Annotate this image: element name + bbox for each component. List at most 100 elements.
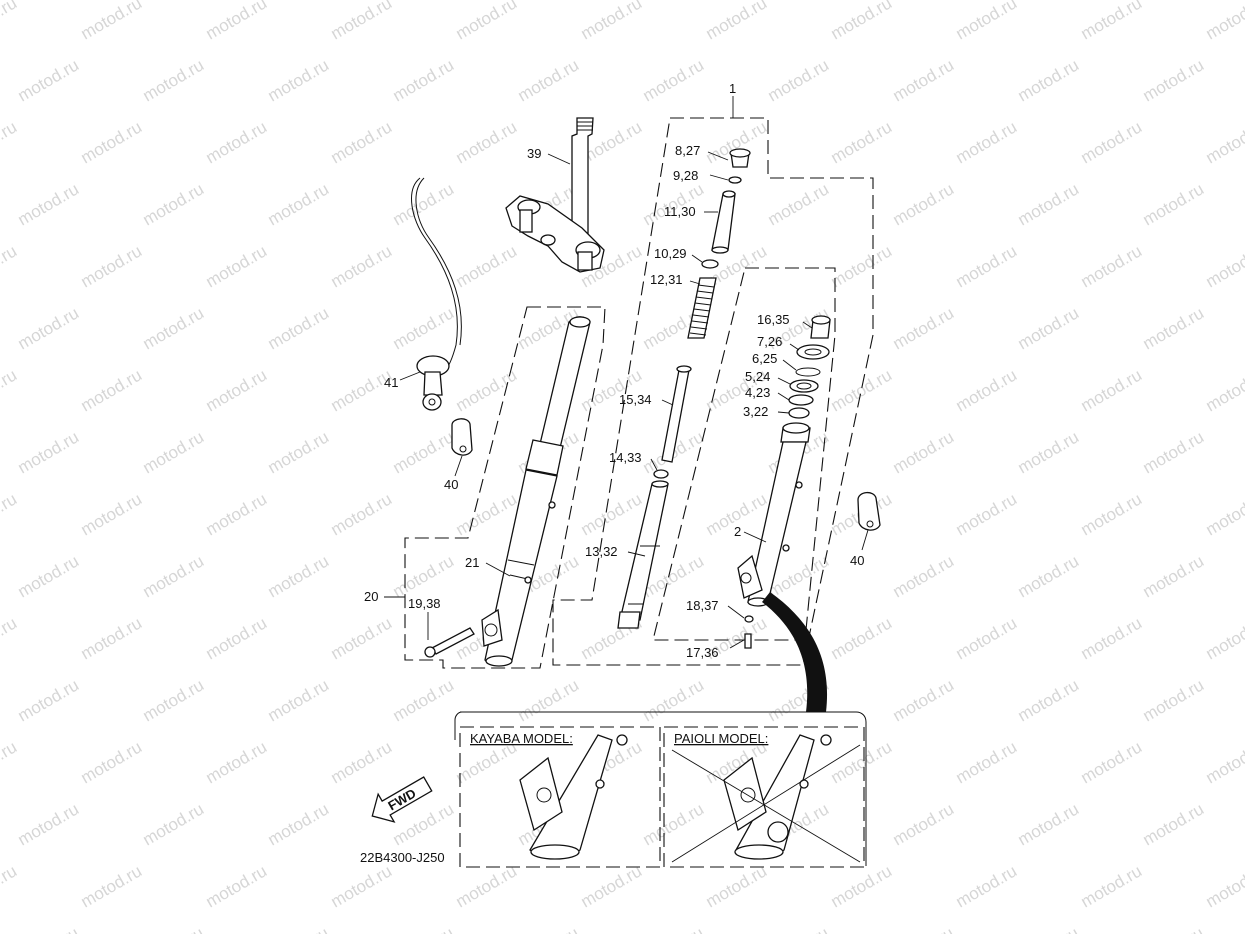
watermark-text: motod.ru xyxy=(890,551,958,601)
watermark-text: motod.ru xyxy=(890,55,958,105)
watermark-text: motod.ru xyxy=(203,241,271,291)
watermark-text: motod.ru xyxy=(1203,365,1245,415)
watermark-text: motod.ru xyxy=(765,923,833,934)
watermark-text: motod.ru xyxy=(78,0,146,43)
watermark-text: motod.ru xyxy=(578,0,646,43)
callout-21: 21 xyxy=(465,555,479,570)
watermark-text: motod.ru xyxy=(1015,551,1083,601)
callout-labels: 1 8,27 9,28 11,30 10,29 12,31 16,35 7,26… xyxy=(364,81,864,660)
paioli-model-label: PAIOLI MODEL: xyxy=(674,731,768,746)
watermark-text: motod.ru xyxy=(140,303,208,353)
watermark-text: motod.ru xyxy=(1078,489,1146,539)
watermark-text: motod.ru xyxy=(140,675,208,725)
watermark-text: motod.ru xyxy=(578,365,646,415)
watermark-text: motod.ru xyxy=(1078,241,1146,291)
watermark-text: motod.ru xyxy=(1015,427,1083,477)
watermark-text: motod.ru xyxy=(515,55,583,105)
watermark-text: motod.ru xyxy=(640,923,708,934)
callout-40-left: 40 xyxy=(444,477,458,492)
watermark-text: motod.ru xyxy=(1015,799,1083,849)
watermark-text: motod.ru xyxy=(1078,861,1146,911)
watermark-text: motod.ru xyxy=(78,117,146,167)
watermark-text: motod.ru xyxy=(78,241,146,291)
watermark-text: motod.ru xyxy=(640,55,708,105)
callout-39: 39 xyxy=(527,146,541,161)
watermark-text: motod.ru xyxy=(1078,117,1146,167)
watermark-text: motod.ru xyxy=(265,923,333,934)
outer-tube-group-boundary xyxy=(652,267,836,641)
watermark-text: motod.ru xyxy=(78,861,146,911)
watermark-text: motod.ru xyxy=(828,0,896,43)
watermark-text: motod.ru xyxy=(140,55,208,105)
watermark-text: motod.ru xyxy=(265,799,333,849)
watermark-text: motod.ru xyxy=(1203,861,1245,911)
watermark-text: motod.ru xyxy=(1015,923,1083,934)
watermark-text: motod.ru xyxy=(15,923,83,934)
kayaba-model-label: KAYABA MODEL: xyxy=(470,731,573,746)
seal-stack xyxy=(788,315,831,419)
watermark-text: motod.ru xyxy=(78,737,146,787)
watermark-text: motod.ru xyxy=(203,117,271,167)
watermark-text: motod.ru xyxy=(328,489,396,539)
watermark-text: motod.ru xyxy=(953,613,1021,663)
guard-40-right xyxy=(857,491,881,531)
callout-19-38: 19,38 xyxy=(408,596,441,611)
watermark-text: motod.ru xyxy=(15,675,83,725)
steering-stem-39 xyxy=(505,117,605,273)
watermark-text: motod.ru xyxy=(390,551,458,601)
watermark-text: motod.ru xyxy=(1015,675,1083,725)
center-column-parts xyxy=(617,148,751,629)
watermark-text: motod.ru xyxy=(890,427,958,477)
watermark-text: motod.ru xyxy=(390,427,458,477)
callout-18-37: 18,37 xyxy=(686,598,719,613)
callout-7-26: 7,26 xyxy=(757,334,782,349)
watermark-text: motod.ru xyxy=(515,675,583,725)
kayaba-sketch xyxy=(519,734,628,860)
watermark-text: motod.ru xyxy=(1203,0,1245,43)
callout-3-22: 3,22 xyxy=(743,404,768,419)
watermark-text: motod.ru xyxy=(578,489,646,539)
callout-10-29: 10,29 xyxy=(654,246,687,261)
watermark-text: motod.ru xyxy=(390,675,458,725)
watermark-text: motod.ru xyxy=(328,0,396,43)
watermark-text: motod.ru xyxy=(203,365,271,415)
watermark-text: motod.ru xyxy=(328,737,396,787)
watermark-text: motod.ru xyxy=(0,489,20,539)
fork-spring xyxy=(687,277,717,339)
watermark-text: motod.ru xyxy=(1203,117,1245,167)
guard-40-left xyxy=(451,418,473,456)
watermark-text: motod.ru xyxy=(765,179,833,229)
watermark-text: motod.ru xyxy=(0,613,20,663)
watermark-text: motod.ru xyxy=(1015,55,1083,105)
watermark-text: motod.ru xyxy=(203,737,271,787)
watermark-text: motod.ru xyxy=(0,0,20,43)
watermark-text: motod.ru xyxy=(953,365,1021,415)
paioli-sketch xyxy=(671,734,861,863)
watermark-text: motod.ru xyxy=(15,427,83,477)
watermark-text: motod.ru xyxy=(78,613,146,663)
watermark-text: motod.ru xyxy=(953,117,1021,167)
assembly-20-boundary xyxy=(404,306,606,669)
cable-holder-41 xyxy=(411,177,462,411)
callout-12-31: 12,31 xyxy=(650,272,683,287)
watermark-text: motod.ru xyxy=(265,55,333,105)
callout-15-34: 15,34 xyxy=(619,392,652,407)
watermark-text: motod.ru xyxy=(140,179,208,229)
callout-40-right: 40 xyxy=(850,553,864,568)
watermark-text: motod.ru xyxy=(1078,613,1146,663)
model-insets-panel: KAYABA MODEL: PAIOLI MODEL: xyxy=(454,711,867,868)
watermark-text: motod.ru xyxy=(453,861,521,911)
watermark-text: motod.ru xyxy=(78,489,146,539)
watermark-text: motod.ru xyxy=(1140,799,1208,849)
watermark-text: motod.ru xyxy=(140,799,208,849)
drawing-code: 22B4300-J250 xyxy=(360,850,445,865)
watermark-text: motod.ru xyxy=(828,737,896,787)
watermark-text: motod.ru xyxy=(265,551,333,601)
kayaba-inset-box xyxy=(459,726,661,868)
watermark-text: motod.ru xyxy=(0,365,20,415)
watermark-text: motod.ru xyxy=(1203,737,1245,787)
watermark-text: motod.ru xyxy=(1140,179,1208,229)
watermark-text: motod.ru xyxy=(953,0,1021,43)
watermark-text: motod.ru xyxy=(890,923,958,934)
